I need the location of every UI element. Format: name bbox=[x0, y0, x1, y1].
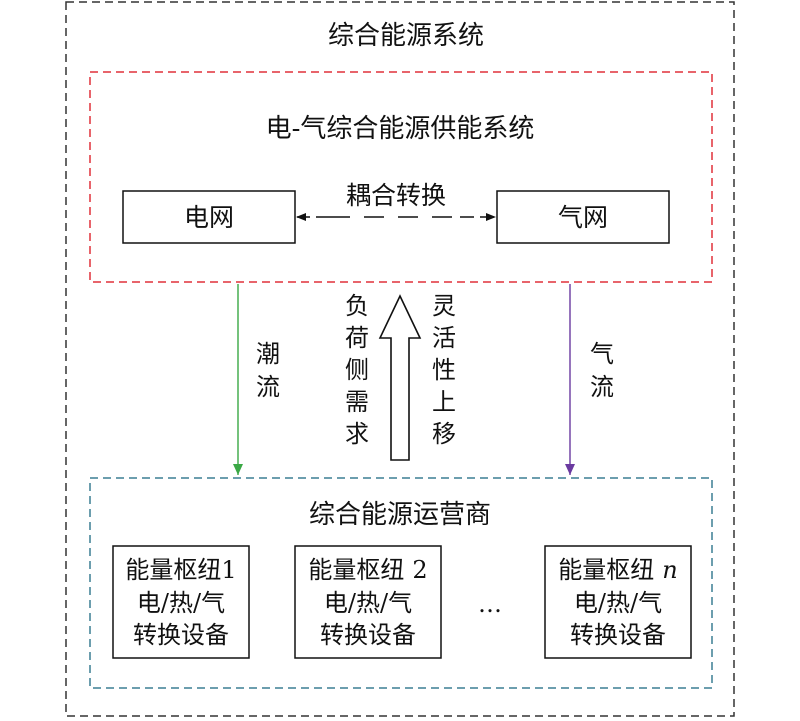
hub-n-name: 能量枢纽 bbox=[558, 556, 654, 584]
gas-network-box bbox=[496, 190, 670, 244]
coupling-label: 耦合转换 bbox=[346, 181, 446, 210]
hub-ellipsis: … bbox=[478, 590, 502, 618]
operator-title: 综合能源运营商 bbox=[309, 500, 491, 530]
hub-1-name: 能量枢纽 bbox=[125, 556, 221, 584]
hub-1-number: 1 bbox=[221, 556, 236, 584]
hub-2-number: 2 bbox=[412, 556, 427, 584]
energy-hub-2: 能量枢纽 2 电/热/气 转换设备 bbox=[294, 545, 442, 659]
hub-2-line2: 电/热/气 bbox=[324, 589, 412, 617]
gas-flow-char-1: 气 bbox=[590, 340, 614, 368]
supply-system-title: 电-气综合能源供能系统 bbox=[266, 114, 535, 144]
supply-system-box bbox=[89, 71, 713, 283]
demand-char-4: 需 bbox=[345, 388, 369, 416]
flex-char-2: 活 bbox=[432, 324, 456, 352]
hub-2-line3: 转换设备 bbox=[320, 621, 416, 649]
hub-2-name: 能量枢纽 bbox=[308, 556, 404, 584]
svg-text:能量枢纽1: 能量枢纽1 bbox=[125, 556, 236, 584]
hub-1-line2: 电/热/气 bbox=[137, 589, 225, 617]
outer-system-box bbox=[65, 1, 735, 717]
hub-n-line3: 转换设备 bbox=[570, 621, 666, 649]
demand-char-2: 荷 bbox=[345, 324, 369, 352]
energy-hub-1: 能量枢纽1 电/热/气 转换设备 bbox=[112, 545, 250, 659]
flex-char-3: 性 bbox=[432, 356, 456, 384]
flexibility-up-arrow bbox=[378, 294, 422, 461]
power-grid-box bbox=[122, 190, 296, 244]
hub-n-line2: 电/热/气 bbox=[574, 589, 662, 617]
flex-char-5: 移 bbox=[432, 420, 456, 448]
demand-char-3: 侧 bbox=[345, 356, 369, 384]
gas-flow-char-2: 流 bbox=[590, 373, 614, 401]
flex-char-1: 灵 bbox=[432, 292, 456, 320]
gas-network-label: 气网 bbox=[558, 203, 608, 232]
power-flow-char-2: 流 bbox=[256, 373, 280, 401]
power-grid-label: 电网 bbox=[184, 203, 234, 232]
flex-char-4: 上 bbox=[432, 388, 456, 416]
outer-system-title: 综合能源系统 bbox=[328, 21, 484, 51]
energy-hub-n: 能量枢纽 n 电/热/气 转换设备 bbox=[544, 545, 692, 659]
hub-1-line3: 转换设备 bbox=[133, 621, 229, 649]
demand-char-1: 负 bbox=[345, 292, 369, 320]
hub-n-number: n bbox=[662, 556, 677, 584]
power-flow-char-1: 潮 bbox=[256, 340, 280, 368]
demand-char-5: 求 bbox=[345, 420, 369, 448]
